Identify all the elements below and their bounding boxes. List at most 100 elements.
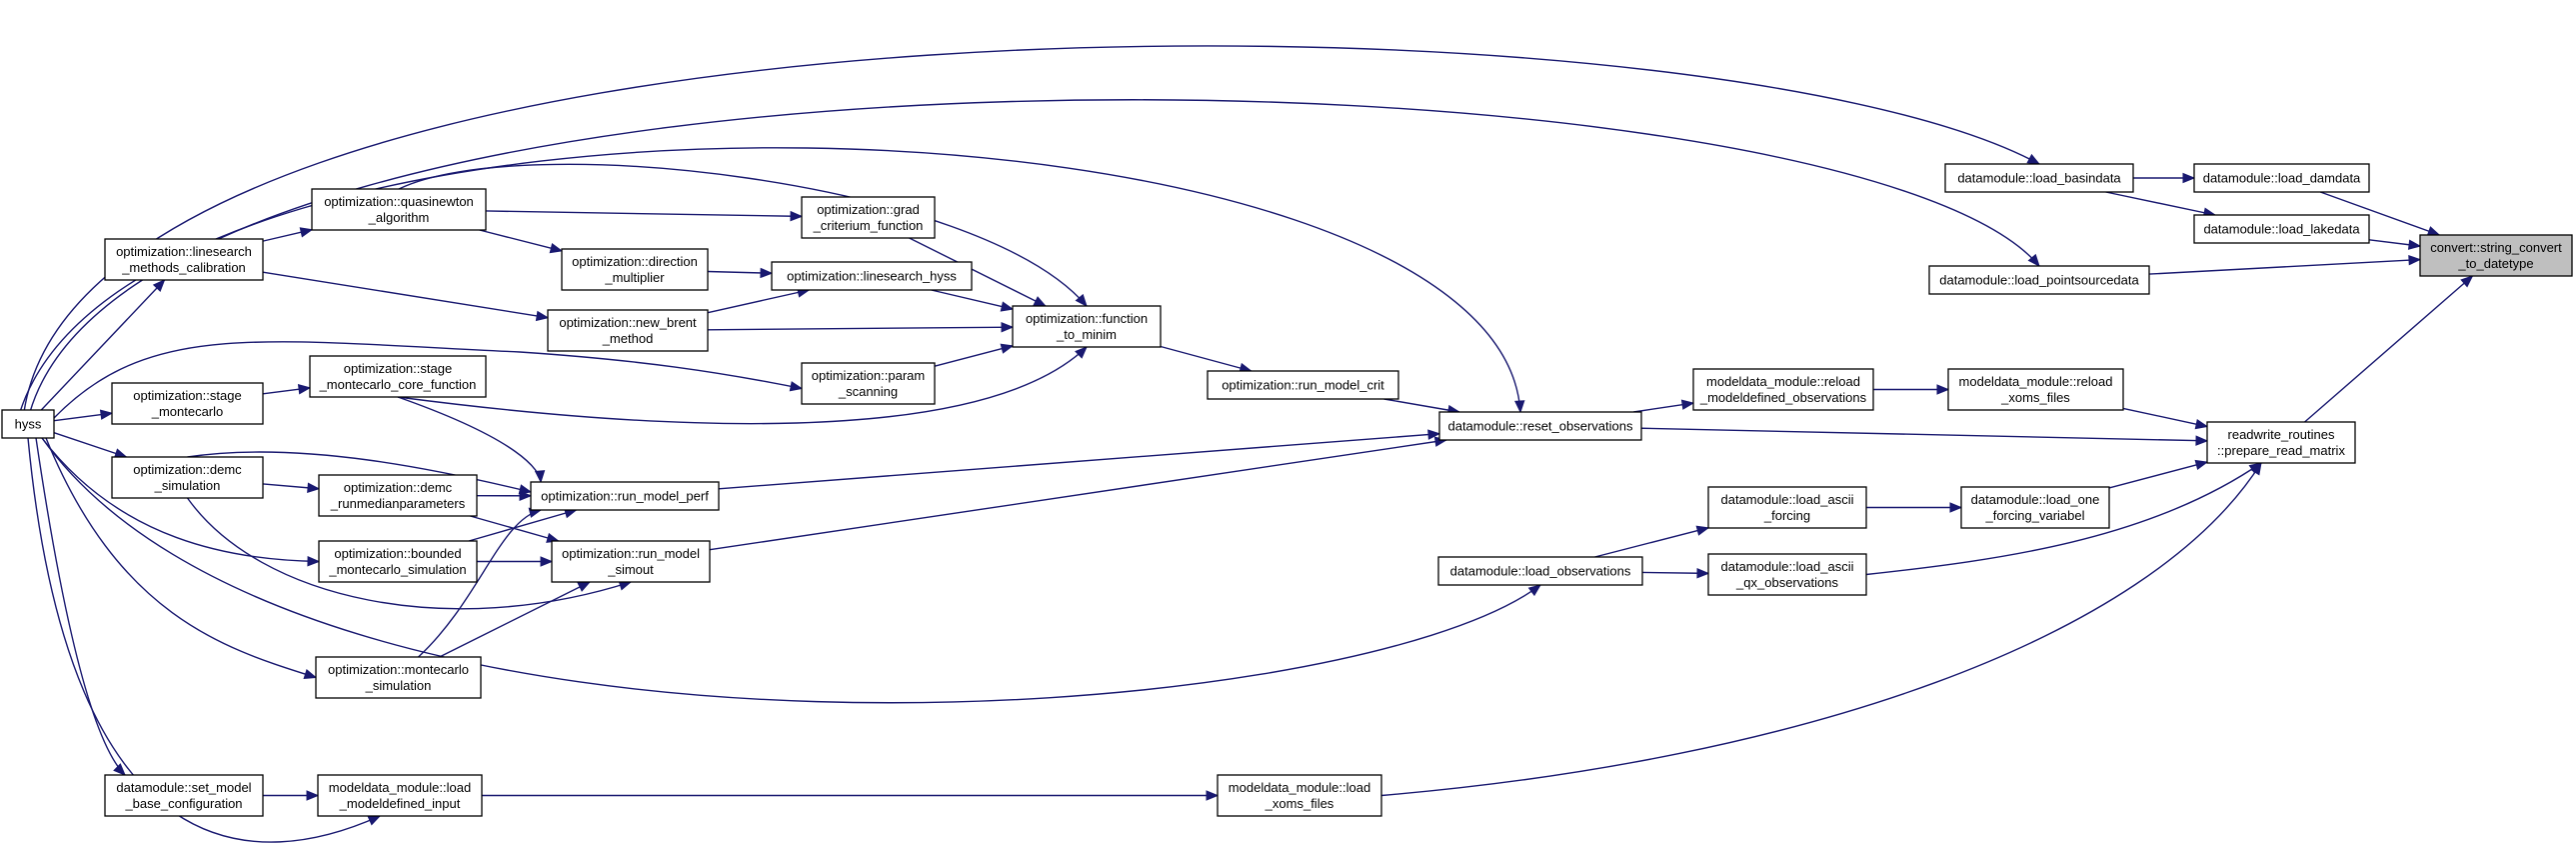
edge-setmb-to-loadmdi — [263, 790, 320, 801]
edge-line — [2105, 191, 2216, 216]
node-reloadx[interactable]: modeldata_module::reload_xoms_files — [1947, 368, 2124, 411]
node-label-line: optimization::demc — [133, 462, 242, 477]
edge-arrowhead — [1936, 384, 1950, 395]
node-demcmed[interactable]: optimization::demc_runmedianparameters — [318, 474, 478, 517]
edge-line — [439, 581, 591, 658]
node-simout[interactable]: optimization::run_model_simout — [551, 540, 711, 583]
node-bmc[interactable]: optimization::bounded_montecarlo_simulat… — [318, 540, 478, 583]
node-lake[interactable]: datamodule::load_lakedata — [2193, 214, 2370, 244]
edge-line — [468, 509, 577, 542]
edge-line — [262, 271, 549, 319]
node-label-line: hyss — [15, 417, 42, 432]
edge-arrowhead — [1000, 343, 1015, 354]
edges-layer — [19, 45, 2474, 843]
node-onef[interactable]: datamodule::load_one_forcing_variabel — [1960, 486, 2110, 529]
edge-line — [1594, 527, 1709, 558]
node-box — [1207, 370, 1399, 400]
node-box — [1707, 553, 1867, 596]
node-dam[interactable]: datamodule::load_damdata — [2193, 163, 2370, 193]
node-loadobs[interactable]: datamodule::load_observations — [1437, 556, 1643, 586]
edge-demcmed-to-simout — [470, 515, 560, 543]
edge-line — [909, 237, 1047, 307]
node-label-line: _qx_observations — [1735, 575, 1838, 590]
node-label-line: _base_configuration — [124, 796, 242, 811]
node-reloadmd[interactable]: modeldata_module::reload_modeldefined_ob… — [1692, 368, 1874, 411]
node-smc[interactable]: optimization::stage_montecarlo — [111, 382, 264, 425]
node-hyss[interactable]: hyss — [1, 409, 55, 439]
node-reset[interactable]: datamodule::reset_observations — [1438, 411, 1642, 441]
node-label-line: _algorithm — [368, 210, 430, 225]
edge-grad-to-ftm — [909, 237, 1048, 307]
edge-hyss-to-mcs — [45, 437, 318, 679]
node-box — [1692, 368, 1874, 411]
edge-arrowhead — [534, 470, 546, 484]
edge-asciif-to-onef — [1866, 502, 1963, 513]
edge-reloadmd-to-reloadx — [1873, 384, 1950, 395]
node-point[interactable]: datamodule::load_pointsourcedata — [1928, 265, 2150, 295]
node-ftm[interactable]: optimization::function_to_minim — [1012, 305, 1162, 348]
node-crit[interactable]: optimization::run_model_crit — [1207, 370, 1399, 400]
node-dir[interactable]: optimization::direction_multiplier — [561, 248, 709, 291]
node-lsmc[interactable]: optimization::linesearch_methods_calibra… — [104, 238, 264, 281]
edge-line — [187, 451, 532, 493]
edge-line — [479, 229, 563, 252]
edge-arrowhead — [1206, 790, 1220, 801]
node-mcs[interactable]: optimization::montecarlo_simulation — [315, 656, 482, 699]
edge-line — [2148, 258, 2421, 275]
edge-basin-to-lake — [2105, 191, 2217, 218]
edge-lake-to-conv — [2368, 239, 2422, 250]
edge-arrowhead — [1696, 567, 1710, 579]
node-setmb[interactable]: datamodule::set_model_base_configuration — [104, 774, 264, 817]
edge-line — [41, 437, 1541, 704]
edge-arrowhead — [1075, 293, 1088, 308]
edge-hyss-to-lsmc — [40, 279, 166, 411]
edge-arrowhead — [577, 581, 592, 592]
node-qn[interactable]: optimization::quasinewton_algorithm — [311, 188, 487, 231]
node-box — [311, 188, 487, 231]
node-box — [561, 248, 709, 291]
node-label-line: datamodule::load_ascii — [1721, 492, 1854, 507]
node-loadmdi[interactable]: modeldata_module::load_modeldefined_inpu… — [317, 774, 483, 817]
node-loadx[interactable]: modeldata_module::load_xoms_files — [1217, 774, 1382, 817]
node-conv[interactable]: convert::string_convert_to_datetype — [2419, 234, 2573, 277]
edge-brent-to-lsh — [707, 287, 811, 314]
node-asciiqx[interactable]: datamodule::load_ascii_qx_observations — [1707, 553, 1867, 596]
edge-arrowhead — [2407, 239, 2422, 250]
node-smccf[interactable]: optimization::stage_montecarlo_core_func… — [309, 355, 487, 398]
node-label-line: optimization::grad — [817, 202, 920, 217]
node-box — [1960, 486, 2110, 529]
edge-arrowhead — [1001, 322, 1015, 333]
node-label-line: optimization::param — [812, 368, 925, 383]
edge-arrowhead — [2460, 275, 2474, 288]
edge-arrowhead — [1075, 346, 1088, 359]
edge-arrowhead — [306, 790, 320, 801]
node-label-line: datamodule::load_pointsourcedata — [1939, 273, 2139, 288]
edge-line — [40, 279, 166, 411]
edge-lsmc-to-qn — [262, 227, 314, 242]
node-label-line: _runmedianparameters — [330, 496, 466, 511]
edge-line — [53, 432, 127, 458]
node-perf[interactable]: optimization::run_model_perf — [530, 481, 720, 511]
node-label-line: ::prepare_read_matrix — [2217, 443, 2345, 458]
edge-prm-to-conv — [2304, 275, 2474, 423]
edge-line — [718, 433, 1440, 490]
edge-loadx-to-prm — [1380, 461, 2262, 797]
edge-loadobs-to-asciiqx — [1641, 567, 1710, 579]
node-asciif[interactable]: datamodule::load_ascii_forcing — [1707, 486, 1867, 529]
node-grad[interactable]: optimization::grad_criterium_function — [801, 196, 936, 239]
node-param[interactable]: optimization::param_scanning — [801, 362, 936, 405]
node-prm[interactable]: readwrite_routines::prepare_read_matrix — [2206, 421, 2356, 464]
edge-lsh-to-ftm — [931, 289, 1015, 312]
node-lsh[interactable]: optimization::linesearch_hyss — [771, 261, 973, 291]
node-box — [1, 409, 55, 439]
node-label-line: _modeldefined_observations — [1699, 390, 1867, 405]
node-label-line: datamodule::set_model — [116, 780, 251, 795]
node-label-line: _montecarlo — [151, 404, 224, 419]
node-box — [2419, 234, 2573, 277]
node-basin[interactable]: datamodule::load_basindata — [1944, 163, 2134, 193]
node-brent[interactable]: optimization::new_brent_method — [547, 309, 709, 352]
edge-arrowhead — [2250, 461, 2262, 476]
node-demc[interactable]: optimization::demc_simulation — [111, 456, 264, 499]
edge-arrowhead — [540, 556, 554, 567]
